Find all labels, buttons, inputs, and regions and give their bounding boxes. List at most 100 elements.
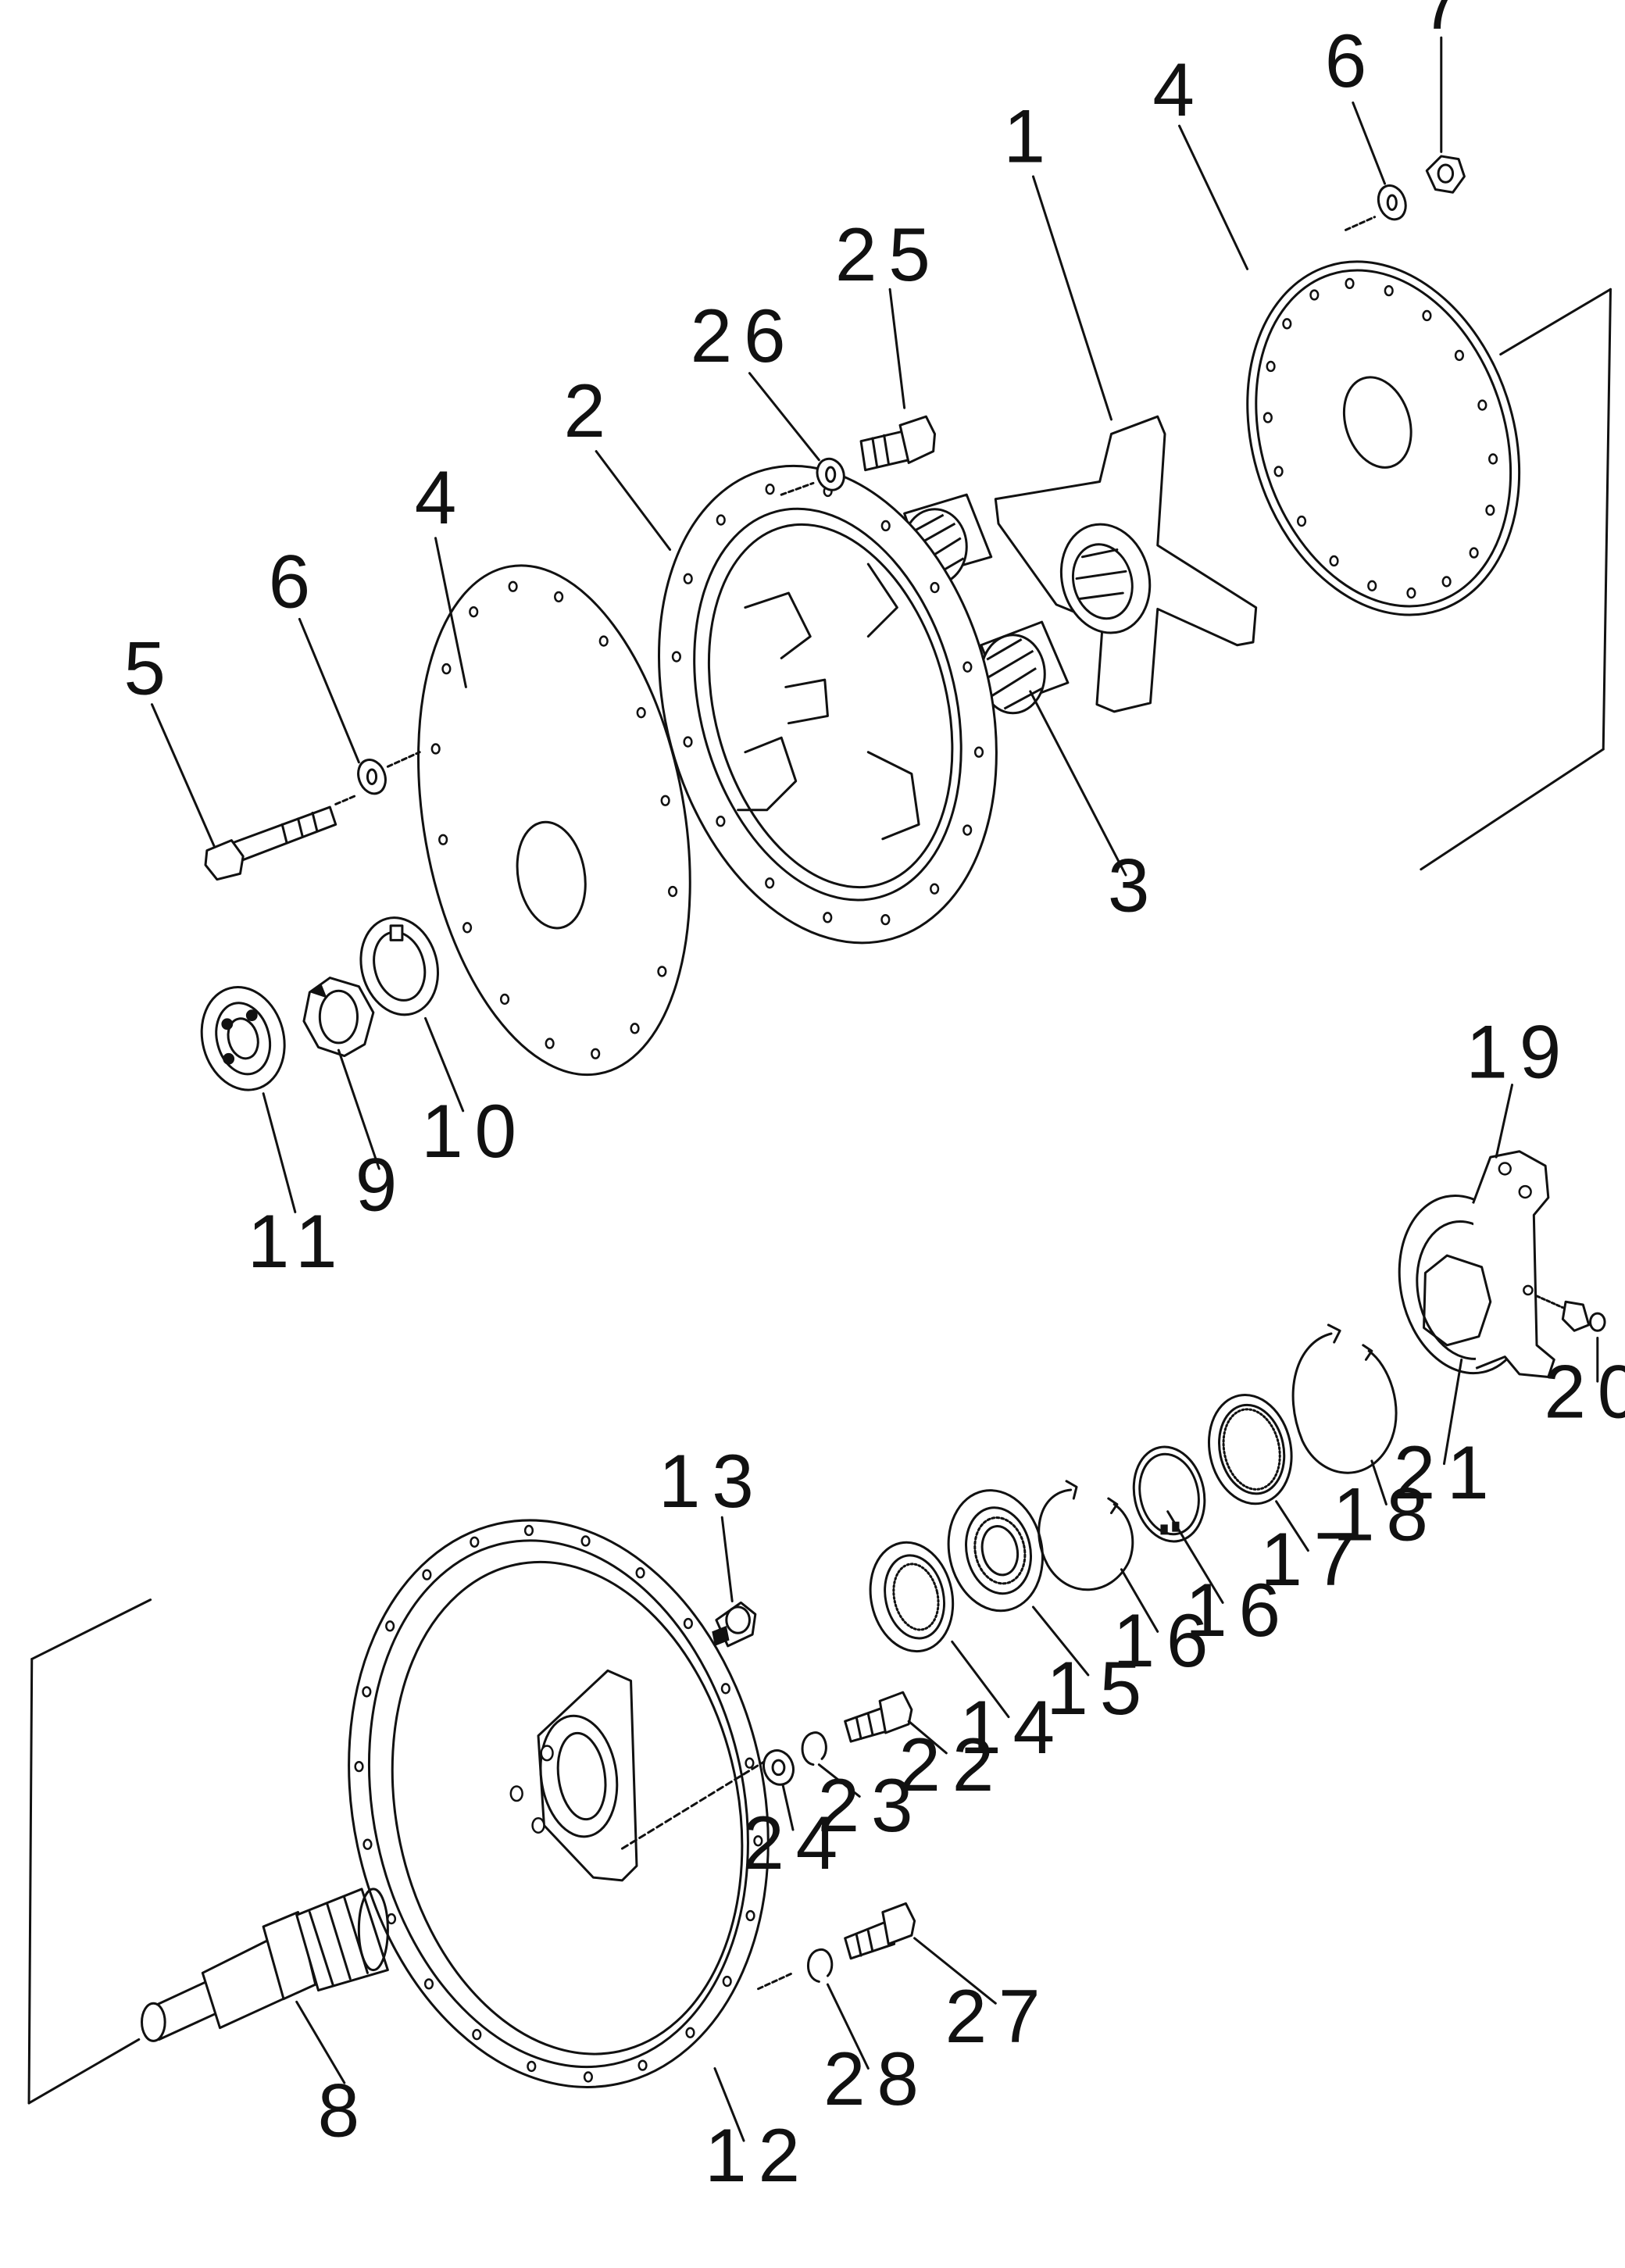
callout-28: 28 bbox=[823, 2038, 930, 2121]
shaft-part-8 bbox=[142, 1889, 388, 2041]
bolt-hole bbox=[363, 1687, 371, 1696]
nut-part-7 bbox=[1427, 156, 1464, 192]
spring-washer-part-23 bbox=[802, 1733, 826, 1765]
callout-12: 12 bbox=[705, 2114, 812, 2198]
bolt-hole bbox=[525, 1526, 533, 1535]
callout-7: 7 bbox=[1420, 0, 1473, 45]
snap-ring-part-17 bbox=[1125, 1440, 1212, 1548]
bolt-hole bbox=[766, 878, 773, 888]
bolt-hole bbox=[747, 1911, 755, 1920]
housing-part-12 bbox=[298, 1480, 819, 2126]
grease-nipple-part-20 bbox=[1537, 1296, 1605, 1330]
callout-9: 9 bbox=[355, 1144, 409, 1227]
callout-6-right: 6 bbox=[1325, 20, 1378, 103]
bolt-part-22 bbox=[845, 1692, 912, 1741]
bolt-hole bbox=[931, 583, 939, 592]
bolt-hole bbox=[471, 1538, 479, 1547]
bolt-hole bbox=[1489, 455, 1497, 464]
bolt-hole bbox=[388, 1914, 395, 1923]
bolt-hole bbox=[386, 1621, 394, 1630]
bolt-hole bbox=[546, 1039, 554, 1048]
flex-disc-right bbox=[1204, 226, 1563, 650]
rubber-block-lower bbox=[981, 622, 1068, 713]
spring-washer-part-28 bbox=[808, 1949, 831, 1981]
lock-washer-part-10 bbox=[350, 909, 448, 1023]
callout-20: 20 bbox=[1544, 1350, 1625, 1434]
bolt-hole bbox=[1330, 556, 1338, 566]
callout-3: 3 bbox=[1108, 844, 1161, 927]
washer-part-24 bbox=[759, 1746, 798, 1788]
callout-26: 26 bbox=[691, 295, 798, 378]
plug-part-13 bbox=[712, 1602, 755, 1646]
bolt-hole bbox=[1264, 413, 1272, 423]
bolt-hole bbox=[473, 2030, 480, 2039]
flex-disc-left bbox=[381, 544, 727, 1096]
bolt-part-25 bbox=[861, 416, 934, 470]
callout-18: 17 bbox=[1260, 1518, 1367, 1602]
callout-14: 14 bbox=[959, 1686, 1066, 1770]
bolt-hole bbox=[501, 995, 509, 1004]
bolt-hole bbox=[687, 2028, 695, 2038]
callout-22: 22 bbox=[898, 1723, 1005, 1807]
bolt-hole bbox=[1455, 351, 1463, 360]
yoke-flange-part-19 bbox=[1384, 1152, 1554, 1386]
bolt-hole bbox=[723, 1977, 731, 1986]
bearing-part-15 bbox=[938, 1481, 1053, 1620]
bolt-hole bbox=[600, 637, 608, 646]
bolt-hole bbox=[1443, 577, 1451, 587]
callout-4-right: 4 bbox=[1152, 48, 1205, 132]
callout-2: 2 bbox=[563, 370, 616, 453]
bolt-hole bbox=[1408, 588, 1416, 598]
spider-part-1 bbox=[995, 416, 1255, 712]
bolt-hole bbox=[638, 708, 645, 717]
bolt-hole bbox=[1267, 362, 1275, 371]
bolt-hole bbox=[639, 2061, 647, 2070]
bolt-hole bbox=[509, 582, 517, 591]
callout-5: 5 bbox=[123, 627, 177, 711]
bolt-hole bbox=[364, 1840, 372, 1849]
bolt-hole bbox=[555, 592, 562, 602]
callout-23: 23 bbox=[818, 1764, 925, 1848]
callout-4-left: 4 bbox=[415, 456, 468, 540]
bolt-hole bbox=[1487, 505, 1495, 515]
bolt-hole bbox=[423, 1570, 431, 1580]
bolt-hole bbox=[659, 966, 666, 976]
washer-part-6-right bbox=[1374, 182, 1411, 223]
callout-19: 19 bbox=[1466, 1010, 1573, 1094]
callout-25: 25 bbox=[835, 213, 942, 297]
bolt-hole bbox=[1275, 466, 1283, 476]
upper-frame-lines bbox=[1421, 289, 1611, 869]
callout-labels: 1 2 3 4 4 5 6 6 7 8 9 10 11 12 13 14 15 … bbox=[123, 0, 1625, 2198]
bolt-hole bbox=[963, 826, 971, 835]
bolt-hole bbox=[823, 913, 831, 922]
bolt-hole bbox=[1368, 581, 1376, 591]
coupling-flange-part-2 bbox=[609, 428, 1048, 981]
bolt-hole bbox=[930, 884, 938, 894]
bolt-hole bbox=[975, 748, 983, 757]
bolt-hole bbox=[673, 652, 680, 662]
callout-15: 15 bbox=[1046, 1647, 1153, 1730]
callout-16-lower: 16 bbox=[1112, 1599, 1220, 1683]
bolt-hole bbox=[717, 816, 725, 826]
bolt-hole bbox=[527, 2062, 535, 2071]
bolt-hole bbox=[425, 1979, 433, 1988]
bolt-hole bbox=[637, 1568, 645, 1577]
seal-part-14 bbox=[861, 1534, 963, 1659]
seal-part-18 bbox=[1199, 1388, 1302, 1512]
bolt-hole bbox=[684, 574, 692, 584]
bolt-hole bbox=[882, 915, 890, 924]
bolt-hole bbox=[439, 835, 447, 845]
bolt-hole bbox=[1423, 311, 1431, 320]
bearing-part-11 bbox=[191, 978, 296, 1100]
bolt-hole bbox=[591, 1049, 599, 1059]
bolt-hole bbox=[1470, 548, 1478, 558]
bolt-hole bbox=[1479, 401, 1487, 410]
callout-8: 8 bbox=[318, 2070, 371, 2153]
callout-24: 24 bbox=[742, 1802, 849, 1885]
lower-frame-lines bbox=[29, 1600, 151, 2103]
callout-17: 16 bbox=[1185, 1569, 1292, 1652]
callout-21: 21 bbox=[1394, 1431, 1501, 1515]
bolt-hole bbox=[443, 664, 451, 673]
bolt-hole bbox=[746, 1759, 754, 1768]
